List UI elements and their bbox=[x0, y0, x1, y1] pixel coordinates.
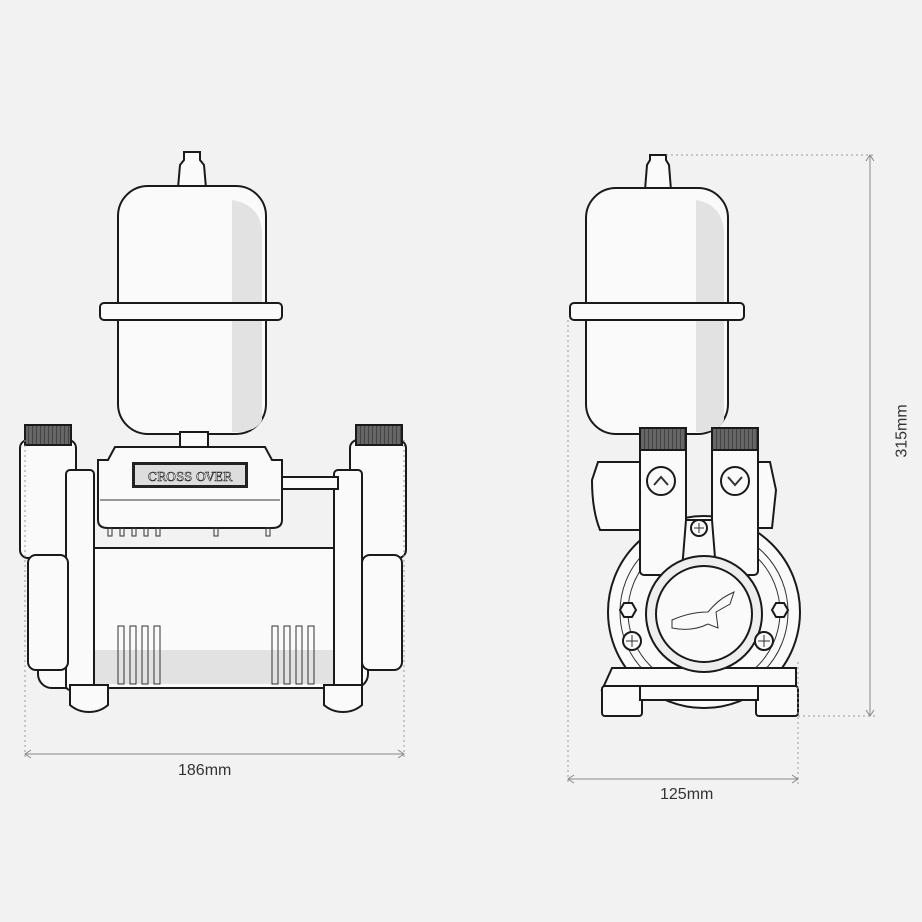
inlet-arrow-icon bbox=[646, 466, 676, 496]
tank-nozzle bbox=[176, 151, 208, 189]
height-label: 315mm bbox=[893, 404, 911, 458]
foot-right bbox=[323, 684, 363, 714]
dimension-lines bbox=[24, 154, 876, 785]
inlet-thread bbox=[24, 424, 72, 446]
width-side-label: 186mm bbox=[178, 762, 232, 779]
foot-left bbox=[69, 684, 109, 714]
bolts bbox=[618, 602, 790, 651]
outlet-thread bbox=[355, 424, 403, 446]
svg-text:CROSS OVER: CROSS OVER bbox=[148, 470, 233, 484]
gecko-logo bbox=[671, 591, 735, 630]
impeller-cap bbox=[655, 565, 753, 663]
vent-slots bbox=[117, 625, 315, 685]
side-view: CROSS OVER bbox=[19, 151, 407, 714]
width-front-label: 125mm bbox=[660, 786, 714, 803]
tank-band bbox=[99, 302, 283, 321]
front-view bbox=[569, 154, 801, 717]
outlet-arrow-icon bbox=[720, 466, 750, 496]
